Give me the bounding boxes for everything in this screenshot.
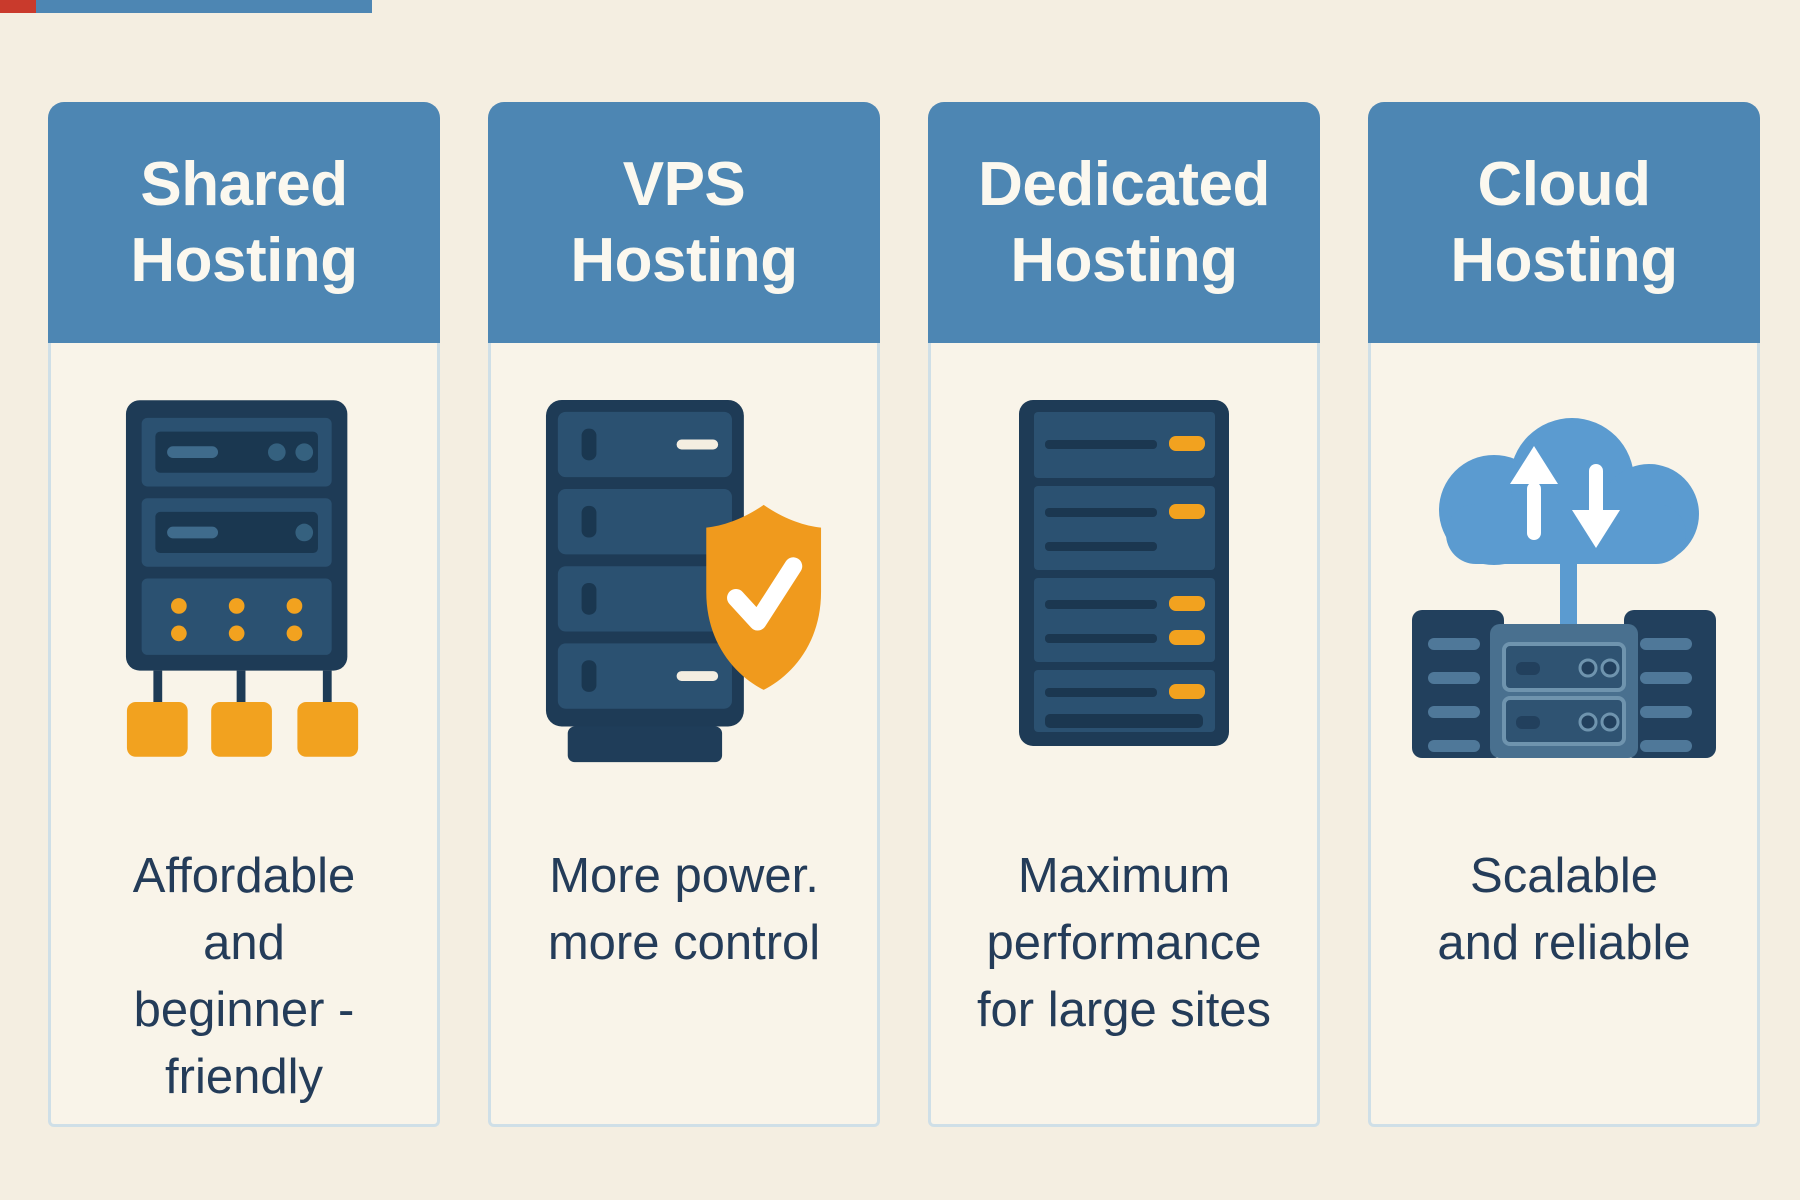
card-description: More power. more control bbox=[491, 843, 877, 977]
hosting-card-shared: Shared Hosting bbox=[48, 102, 440, 1127]
description-line: friendly bbox=[165, 1050, 323, 1104]
card-description: Maximum performance for large sites bbox=[931, 843, 1317, 1044]
card-title-line: Cloud bbox=[1477, 149, 1651, 219]
card-header-cloud: Cloud Hosting bbox=[1368, 102, 1760, 343]
cloud-icon bbox=[1439, 418, 1699, 565]
icon-area bbox=[538, 343, 830, 843]
card-title-line: Shared bbox=[140, 149, 348, 219]
description-line: for large sites bbox=[976, 983, 1272, 1037]
rack-rows bbox=[557, 411, 732, 709]
hosting-card-vps: VPS Hosting bbox=[488, 102, 880, 1127]
server-base bbox=[567, 726, 723, 763]
tower-panels bbox=[1033, 412, 1215, 732]
card-body-shared: Affordable and beginner - friendly bbox=[48, 343, 440, 1127]
card-title-line: Hosting bbox=[570, 225, 798, 295]
center-server-rack bbox=[1490, 624, 1638, 758]
description-line: Affordable bbox=[132, 849, 356, 903]
card-title-line: Hosting bbox=[130, 225, 358, 295]
up-arrow-icon bbox=[1510, 446, 1558, 540]
client-nodes bbox=[126, 701, 359, 757]
cloud-stem bbox=[1560, 548, 1577, 638]
description-line: more control bbox=[547, 916, 821, 970]
card-title-line: Dedicated bbox=[978, 149, 1270, 219]
hosting-card-cloud: Cloud Hosting bbox=[1368, 102, 1760, 1127]
status-dots bbox=[171, 598, 303, 642]
description-line: and bbox=[203, 916, 285, 970]
icon-area bbox=[124, 343, 364, 843]
down-arrow-icon bbox=[1572, 464, 1620, 548]
icon-area bbox=[1404, 343, 1724, 843]
description-line: and reliable bbox=[1437, 916, 1691, 970]
card-title-line: Hosting bbox=[1010, 225, 1238, 295]
description-line: Maximum bbox=[1017, 849, 1231, 903]
description-line: Scalable bbox=[1470, 849, 1658, 903]
card-body-dedicated: Maximum performance for large sites bbox=[928, 343, 1320, 1127]
shield-check-icon bbox=[706, 504, 822, 690]
description-line: performance bbox=[986, 916, 1262, 970]
hosting-card-dedicated: Dedicated Hosting bbox=[928, 102, 1320, 1127]
cloud-hosting-servers-icon bbox=[1412, 418, 1716, 758]
top-left-blue-strip bbox=[36, 0, 372, 13]
card-body-cloud: Scalable and reliable bbox=[1368, 343, 1760, 1127]
description-line: beginner - bbox=[133, 983, 355, 1037]
right-server-tower bbox=[1624, 610, 1716, 758]
icon-area bbox=[1017, 343, 1232, 843]
card-description: Affordable and beginner - friendly bbox=[51, 843, 437, 1111]
card-description: Scalable and reliable bbox=[1371, 843, 1757, 977]
dedicated-server-tower-icon bbox=[1018, 400, 1229, 746]
card-body-vps: More power. more control bbox=[488, 343, 880, 1127]
card-title-line: Hosting bbox=[1450, 225, 1678, 295]
hosting-cards-row: Shared Hosting bbox=[48, 102, 1760, 1127]
left-server-tower bbox=[1412, 610, 1504, 758]
card-header-shared: Shared Hosting bbox=[48, 102, 440, 343]
top-left-red-mark bbox=[0, 0, 36, 13]
card-header-dedicated: Dedicated Hosting bbox=[928, 102, 1320, 343]
vps-server-shield-icon bbox=[545, 399, 822, 763]
card-header-vps: VPS Hosting bbox=[488, 102, 880, 343]
shared-hosting-server-icon bbox=[125, 400, 359, 757]
description-line: More power. bbox=[549, 849, 819, 903]
network-legs bbox=[153, 670, 332, 704]
card-title-line: VPS bbox=[622, 149, 746, 219]
